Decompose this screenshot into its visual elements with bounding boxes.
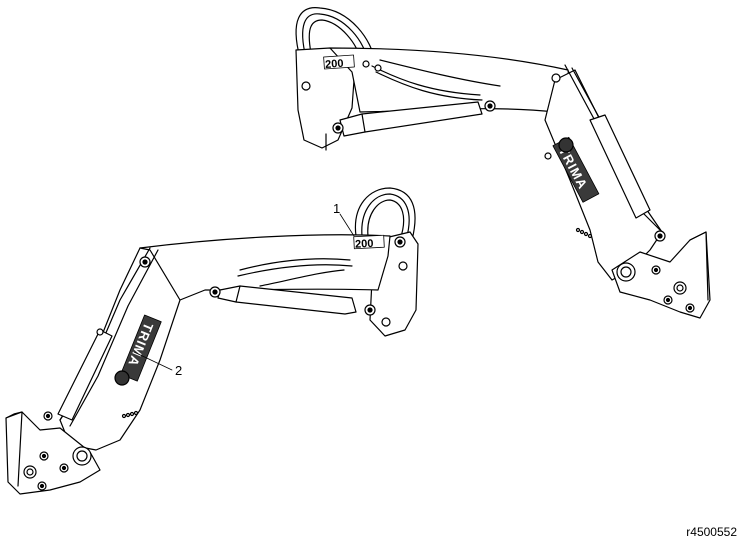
loader-arm-upper: 200 TRIMA	[295, 7, 711, 319]
svg-text:200: 200	[355, 238, 374, 251]
svg-text:1: 1	[333, 201, 340, 216]
cylinder-lower	[217, 285, 357, 315]
lift-arm-lower	[59, 247, 181, 451]
hose-loop-upper	[295, 7, 376, 63]
model-badge-lower: 200	[353, 234, 385, 251]
pivot-pin	[301, 81, 311, 91]
lift-arm-upper	[544, 69, 663, 281]
svg-text:2: 2	[175, 363, 182, 378]
rosette-icon	[558, 137, 574, 153]
arm-cylinder-upper	[589, 114, 651, 219]
hose-loop-lower	[354, 187, 416, 241]
loader-arm-lower: 200 TRIMA	[5, 187, 419, 495]
model-badge-upper: 200	[323, 54, 355, 71]
reference-code: r4500552	[686, 525, 737, 539]
arm-cylinder-lower	[57, 329, 113, 421]
boom-upper	[329, 47, 571, 113]
tool-carrier-upper	[611, 231, 711, 319]
callout-2: 2	[133, 351, 182, 378]
svg-text:200: 200	[325, 58, 344, 71]
callout-1: 1	[333, 201, 355, 237]
rosette-icon	[114, 370, 130, 386]
